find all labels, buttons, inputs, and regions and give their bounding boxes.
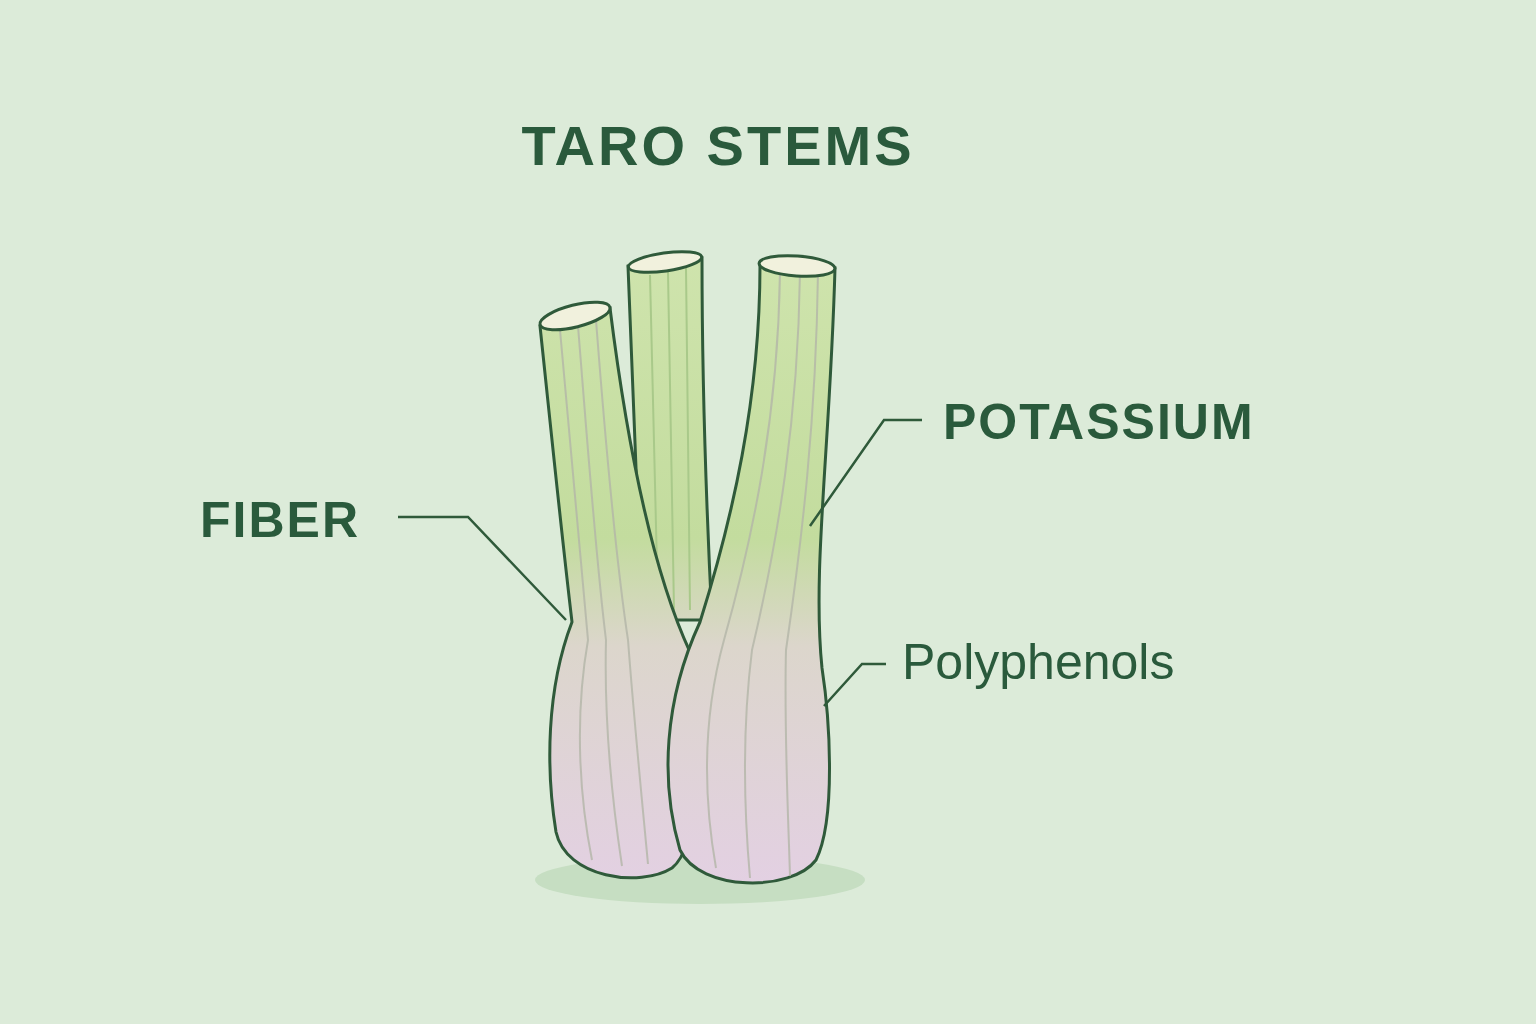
leader-line (810, 420, 922, 526)
part-label: POTASSIUM (943, 395, 1255, 450)
part-label: FIBER (200, 493, 360, 548)
title: TARO STEMS (522, 115, 915, 177)
leader-line (398, 517, 566, 620)
taro-stem (668, 253, 836, 883)
part-label: Polyphenols (902, 635, 1174, 690)
leader-line (824, 664, 886, 706)
